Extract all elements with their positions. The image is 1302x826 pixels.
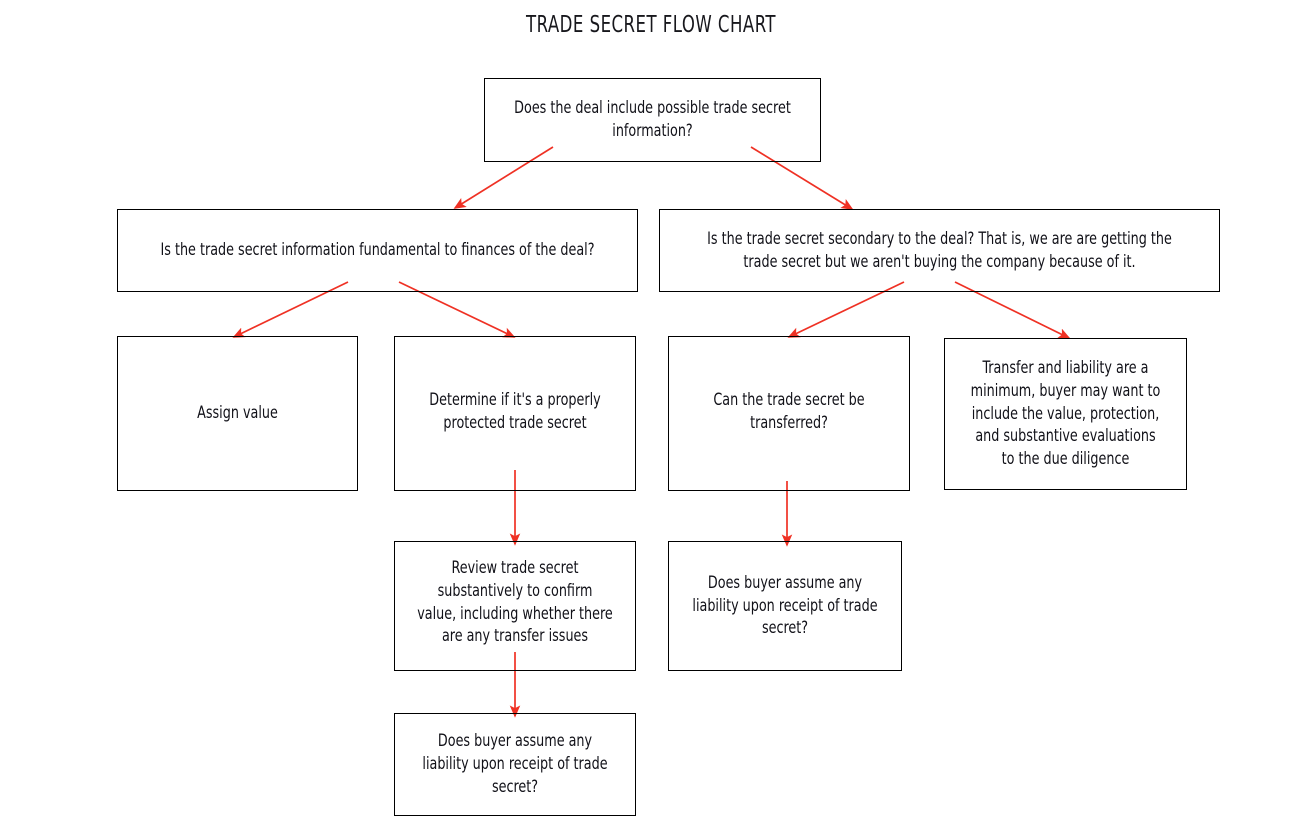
node-determine-protected-label: Determine if it's a properly protected t… bbox=[429, 390, 601, 432]
node-review-substantively[interactable]: Review trade secret substantively to con… bbox=[394, 541, 636, 671]
node-buyer-liability-bottom-label: Does buyer assume any liability upon rec… bbox=[422, 731, 608, 796]
node-branch-right[interactable]: Is the trade secret secondary to the dea… bbox=[659, 209, 1220, 292]
node-can-transfer-label: Can the trade secret be transferred? bbox=[713, 390, 865, 432]
node-transfer-liability-minimum[interactable]: Transfer and liability are a minimum, bu… bbox=[944, 338, 1187, 490]
node-transfer-liability-minimum-label: Transfer and liability are a minimum, bu… bbox=[970, 358, 1161, 469]
node-assign-value[interactable]: Assign value bbox=[117, 336, 358, 491]
node-buyer-liability-bottom[interactable]: Does buyer assume any liability upon rec… bbox=[394, 713, 636, 816]
node-root[interactable]: Does the deal include possible trade sec… bbox=[484, 78, 821, 162]
node-branch-left[interactable]: Is the trade secret information fundamen… bbox=[117, 209, 638, 292]
node-assign-value-label: Assign value bbox=[197, 403, 278, 423]
node-review-substantively-label: Review trade secret substantively to con… bbox=[417, 558, 613, 646]
node-can-transfer[interactable]: Can the trade secret be transferred? bbox=[668, 336, 910, 491]
page-title: TRADE SECRET FLOW CHART bbox=[526, 12, 776, 38]
node-buyer-liability-middle[interactable]: Does buyer assume any liability upon rec… bbox=[668, 541, 902, 671]
node-branch-right-label: Is the trade secret secondary to the dea… bbox=[707, 228, 1172, 271]
node-root-label: Does the deal include possible trade sec… bbox=[514, 98, 791, 140]
node-determine-protected[interactable]: Determine if it's a properly protected t… bbox=[394, 336, 636, 491]
node-buyer-liability-middle-label: Does buyer assume any liability upon rec… bbox=[692, 572, 878, 638]
node-branch-left-label: Is the trade secret information fundamen… bbox=[160, 240, 595, 260]
